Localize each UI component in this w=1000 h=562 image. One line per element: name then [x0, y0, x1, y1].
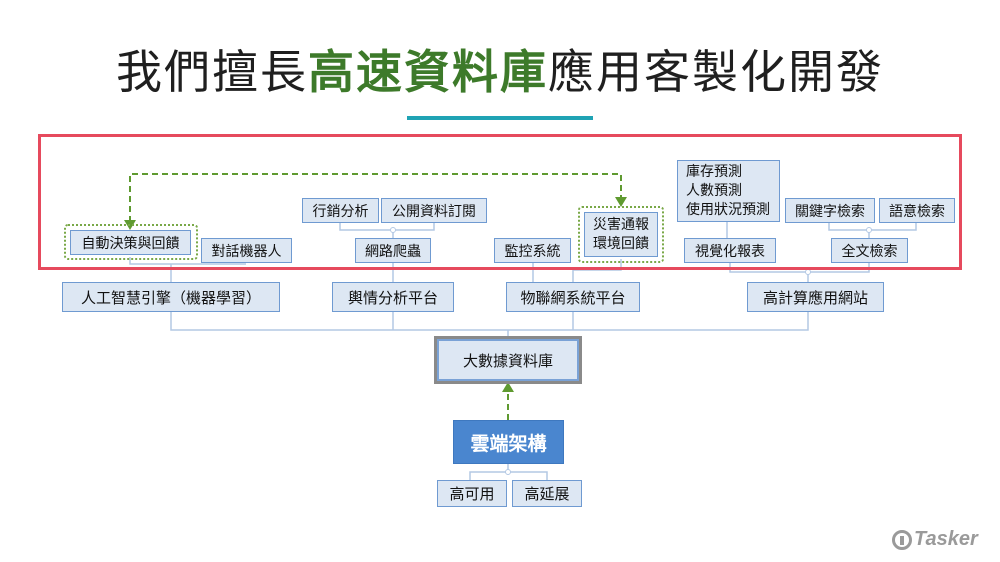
disaster-line-1: 災害通報	[593, 216, 649, 233]
title-part2: 應用客製化開發	[548, 45, 884, 99]
auto-decision-highlight	[64, 224, 198, 260]
cloud-architecture: 雲端架構	[453, 420, 564, 464]
tasker-logo-icon	[892, 529, 912, 550]
app-disaster-report: 災害通報 環境回饋	[584, 212, 658, 257]
high-extensibility: 高延展	[512, 480, 582, 507]
title-part1: 我們擅長	[116, 45, 308, 99]
platform-hpc-website: 高計算應用網站	[747, 282, 884, 312]
forecast-line-3: 使用狀況預測	[686, 201, 770, 218]
page-title: 我們擅長高速資料庫應用客製化開發	[0, 42, 1000, 102]
forecast-line-1: 庫存預測	[686, 163, 742, 180]
app-forecasting: 庫存預測 人數預測 使用狀況預測	[677, 160, 780, 222]
disaster-highlight	[578, 206, 664, 263]
forecast-line-2: 人數預測	[686, 182, 742, 199]
app-public-data: 公開資料訂閱	[381, 198, 487, 223]
app-semantic-search: 語意檢索	[879, 198, 955, 223]
title-underline	[407, 116, 593, 120]
app-dialog-robot: 對話機器人	[201, 238, 292, 263]
app-auto-decision: 自動決策與回饋	[70, 230, 191, 255]
highlight-frame	[38, 134, 962, 270]
high-availability: 高可用	[437, 480, 507, 507]
app-visual-report: 視覺化報表	[684, 238, 776, 263]
platform-iot: 物聯網系統平台	[506, 282, 640, 312]
platform-opinion-analysis: 輿情分析平台	[332, 282, 454, 312]
title-highlight: 高速資料庫	[308, 45, 548, 99]
app-monitoring: 監控系統	[494, 238, 571, 263]
app-keyword-search: 關鍵字檢索	[785, 198, 875, 223]
core-bigdata-database: 大數據資料庫	[434, 336, 582, 384]
platform-ai-engine: 人工智慧引擎（機器學習）	[62, 282, 280, 312]
app-marketing-analysis: 行銷分析	[302, 198, 379, 223]
app-web-crawler: 網路爬蟲	[355, 238, 431, 263]
tasker-logo-text: Tasker	[914, 528, 978, 550]
tasker-logo: Tasker	[892, 528, 978, 551]
disaster-line-2: 環境回饋	[593, 235, 649, 252]
app-fulltext-search: 全文檢索	[831, 238, 908, 263]
